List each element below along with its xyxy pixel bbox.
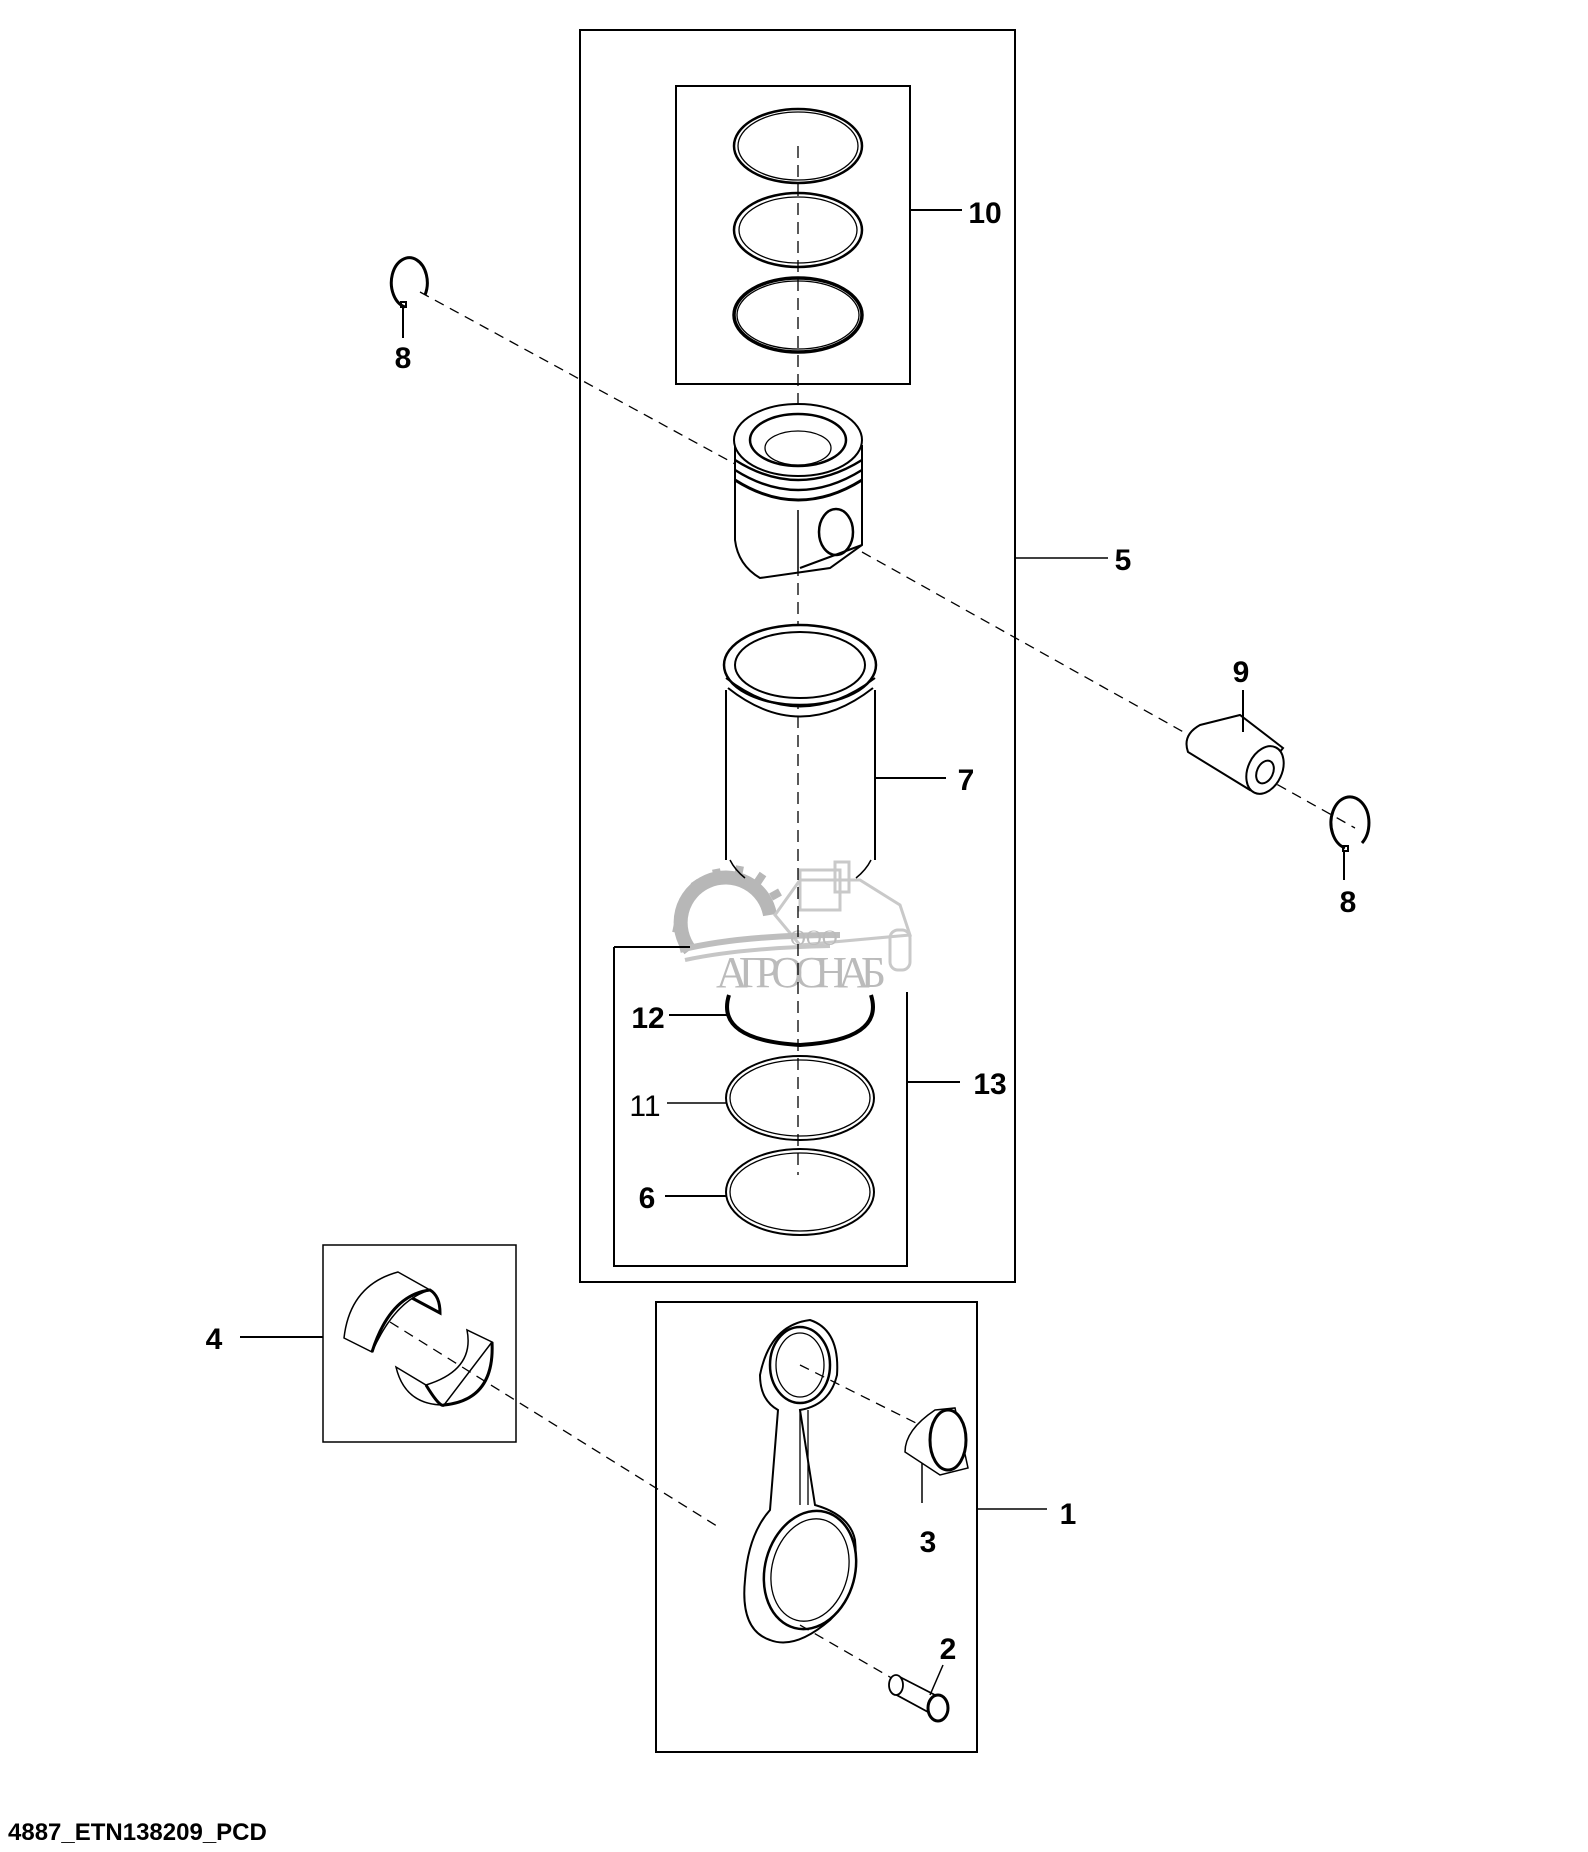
callout-7: 7: [958, 764, 975, 797]
assembly-box-5: [579, 29, 1016, 1283]
callout-13: 13: [973, 1068, 1006, 1101]
snap-ring-right: [1329, 795, 1371, 852]
callout-11: 11: [629, 1090, 660, 1123]
gear-icon: [672, 865, 782, 955]
callout-4: 4: [206, 1323, 223, 1356]
callout-1: 1: [1060, 1498, 1077, 1531]
connecting-rod-bearing: [343, 1271, 494, 1407]
piston-ring-set: [732, 107, 864, 354]
cylinder-liner: [722, 623, 878, 879]
bearing-axis-line: [389, 1321, 721, 1529]
seal-kit-box-13: [613, 946, 908, 1267]
callout-8-left: 8: [395, 342, 412, 375]
callout-5: 5: [1115, 544, 1132, 577]
connecting-rod-bolt: [888, 1674, 950, 1723]
watermark-prefix: ООО: [790, 925, 838, 950]
callout-6: 6: [639, 1182, 656, 1215]
watermark-logo: ООО АГРОСНАБ: [672, 860, 913, 997]
piston-pin: [1185, 713, 1285, 795]
callout-2: 2: [940, 1633, 957, 1666]
ring-set-box-10: [675, 85, 911, 385]
connecting-rod-box-1: [655, 1301, 978, 1753]
figure-id: 4887_ETN138209_PCD: [8, 1819, 267, 1846]
pin-axis-line: [419, 291, 736, 465]
connecting-rod: [743, 1318, 858, 1644]
watermark-name: АГРОСНАБ: [716, 948, 886, 997]
callout-12: 12: [631, 1002, 664, 1035]
callout-10: 10: [968, 197, 1001, 230]
snap-ring-left: [389, 256, 429, 309]
piston: [733, 403, 863, 580]
bearing-box-4: [322, 1244, 517, 1443]
callout-9: 9: [1233, 656, 1250, 689]
piston-pin-bushing: [904, 1407, 969, 1476]
o-ring-set: [725, 994, 875, 1236]
pin-axis-line-right: [861, 551, 1356, 829]
bushing-axis-line: [799, 1364, 921, 1426]
callout-8-right: 8: [1340, 886, 1357, 919]
bolt-axis-line: [799, 1624, 896, 1681]
callout-3: 3: [920, 1526, 937, 1559]
leader-line-2: [929, 1664, 944, 1696]
